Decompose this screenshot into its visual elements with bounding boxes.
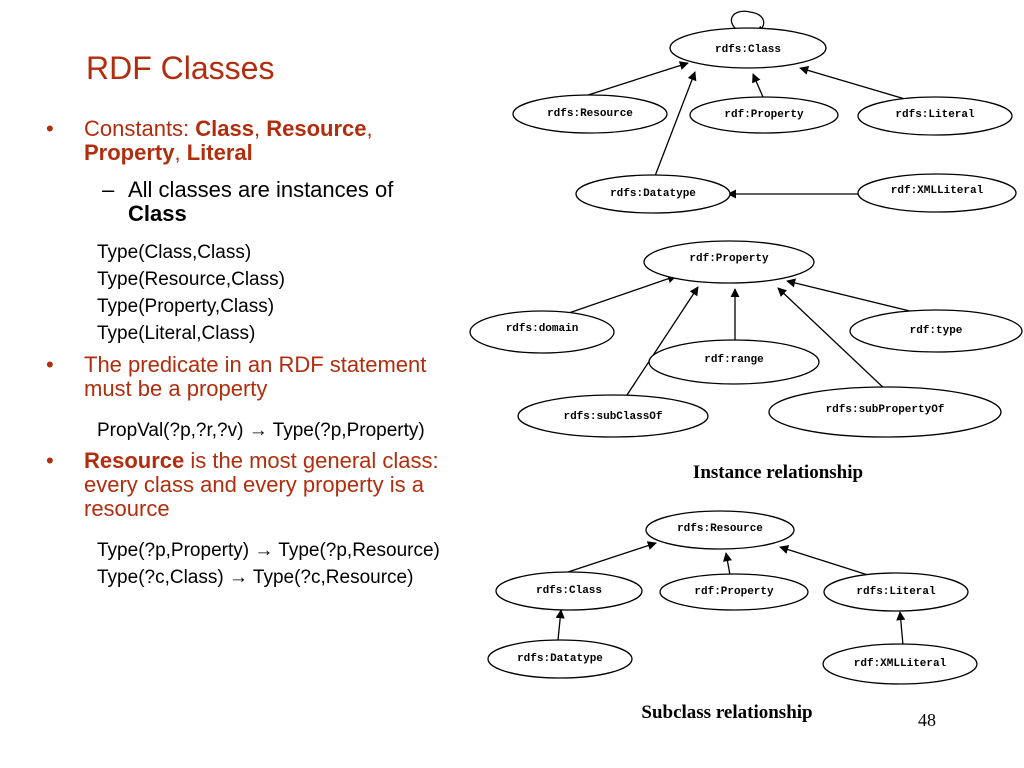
svg-text:rdfs:Literal: rdfs:Literal — [856, 586, 936, 598]
node-rdf-xmlliteral: rdf:XMLLiteral — [857, 173, 1017, 213]
node-rdfs-subpropertyof: rdfs:subPropertyOf — [768, 386, 1002, 438]
edge-arrow — [777, 287, 889, 393]
page-number: 48 — [918, 710, 936, 730]
node-rdfs-resource: rdfs:Resource — [645, 510, 795, 550]
bullet-constants: • Constants: Class, Resource,Property, L… — [46, 116, 464, 165]
edge-arrow — [722, 552, 732, 576]
node-rdf-range: rdf:range — [648, 339, 820, 385]
bullet-keyword: Class — [195, 116, 254, 141]
bullet-text: The predicate in an RDF statement — [84, 352, 427, 377]
svg-text:rdfs:subPropertyOf: rdfs:subPropertyOf — [826, 404, 945, 416]
svg-text:rdfs:Datatype: rdfs:Datatype — [517, 653, 603, 665]
svg-text:rdfs:Datatype: rdfs:Datatype — [610, 188, 696, 200]
bullet-text: , — [366, 116, 373, 141]
node-rdf-property: rdf:Property — [689, 96, 839, 134]
svg-text:rdf:XMLLiteral: rdf:XMLLiteral — [854, 658, 947, 670]
edge-arrow — [896, 611, 906, 646]
bullet-resource: • Resource is the most general class: ev… — [46, 448, 494, 521]
node-rdfs-resource: rdfs:Resource — [512, 94, 668, 134]
svg-text:rdfs:Resource: rdfs:Resource — [547, 108, 633, 120]
edge-arrow — [562, 274, 677, 316]
node-rdf-type: rdf:type — [849, 309, 1023, 353]
svg-text:rdfs:subClassOf: rdfs:subClassOf — [563, 411, 662, 423]
node-rdf-property: rdf:Property — [643, 240, 815, 284]
type-line: Type(Resource,Class) — [97, 269, 285, 290]
edge-arrow — [752, 73, 764, 98]
type-lines: Type(Class,Class) Type(Resource,Class) T… — [97, 239, 285, 347]
subclass-caption: Subclass relationship — [641, 702, 812, 723]
svg-text:rdf:Property: rdf:Property — [724, 109, 804, 121]
node-rdf-property: rdf:Property — [659, 573, 809, 611]
svg-text:rdfs:Literal: rdfs:Literal — [895, 109, 975, 121]
bullet-text: , — [254, 116, 267, 141]
edge-arrow — [786, 278, 919, 314]
bullet-dot: • — [46, 116, 54, 141]
edge-arrow — [555, 609, 565, 641]
bullet-text: resource — [84, 496, 170, 521]
bullet-text: , — [174, 140, 187, 165]
edge-arrow — [654, 71, 697, 177]
bullet-dot: • — [46, 352, 54, 377]
bullet-predicate: • The predicate in an RDF statement must… — [46, 352, 494, 401]
node-rdfs-literal: rdfs:Literal — [823, 572, 969, 612]
class-graph: rdfs:Class rdfs:Resource rdf:Property rd… — [512, 10, 1017, 214]
bullet-keyword: Property — [84, 140, 175, 165]
self-loop-arrow — [730, 10, 766, 35]
svg-text:rdfs:Class: rdfs:Class — [536, 585, 602, 597]
svg-text:rdfs:Resource: rdfs:Resource — [677, 523, 763, 535]
node-rdf-xmlliteral: rdf:XMLLiteral — [822, 643, 978, 685]
slide-title: RDF Classes — [86, 50, 275, 86]
svg-text:rdfs:Class: rdfs:Class — [715, 44, 781, 56]
node-rdfs-class: rdfs:Class — [669, 27, 827, 69]
type-line: Type(Class,Class) — [97, 242, 252, 263]
sub-bullet-text: All classes are instances of — [128, 177, 394, 202]
node-rdfs-class: rdfs:Class — [495, 571, 643, 611]
sub-bullet-dash: – — [102, 177, 115, 202]
bullet-text: is the most general class: — [184, 448, 439, 473]
node-rdfs-datatype: rdfs:Datatype — [575, 174, 731, 214]
svg-text:rdfs:domain: rdfs:domain — [506, 323, 579, 335]
sub-bullet-instances: – All classes are instances of Class — [102, 177, 468, 226]
svg-text:rdf:range: rdf:range — [704, 354, 764, 366]
bullet-text: Constants: — [84, 116, 196, 141]
node-rdfs-datatype: rdfs:Datatype — [487, 639, 633, 679]
svg-text:rdf:Property: rdf:Property — [694, 586, 774, 598]
edge-arrow — [567, 541, 657, 573]
instance-caption: Instance relationship — [693, 462, 863, 483]
bullet-text: must be a property — [84, 376, 268, 401]
svg-text:rdf:Property: rdf:Property — [689, 253, 769, 265]
propval-rule: PropVal(?p,?r,?v) → Type(?p,Property) — [97, 420, 425, 441]
type-line: Type(Literal,Class) — [97, 323, 256, 344]
type-line: Type(Property,Class) — [97, 296, 275, 317]
edge-arrow — [584, 61, 689, 97]
rule-line: Type(?p,Property) → Type(?p,Resource) — [97, 540, 440, 561]
resource-rules: Type(?p,Property) → Type(?p,Resource) Ty… — [97, 537, 440, 591]
node-rdfs-domain: rdfs:domain — [469, 310, 615, 354]
svg-text:rdf:type: rdf:type — [910, 325, 963, 337]
subclass-graph: rdfs:Resource rdfs:Class rdf:Property rd… — [487, 510, 978, 723]
node-rdfs-subclassof: rdfs:subClassOf — [517, 394, 709, 438]
bullet-dot: • — [46, 448, 54, 473]
bullet-keyword: Resource — [84, 448, 185, 473]
svg-text:rdf:XMLLiteral: rdf:XMLLiteral — [891, 185, 984, 197]
node-rdfs-literal: rdfs:Literal — [857, 96, 1013, 136]
rule-line: Type(?c,Class) → Type(?c,Resource) — [97, 567, 414, 588]
sub-bullet-keyword: Class — [128, 201, 187, 226]
bullet-text: every class and every property is a — [84, 472, 424, 497]
edge-arrow — [799, 65, 906, 100]
edge-arrow — [624, 286, 699, 399]
bullet-keyword: Literal — [186, 140, 253, 165]
instance-graph: rdf:Property rdfs:domain rdf:range rdf:t… — [469, 240, 1023, 483]
edge-arrow — [779, 545, 869, 576]
bullet-keyword: Resource — [266, 116, 367, 141]
